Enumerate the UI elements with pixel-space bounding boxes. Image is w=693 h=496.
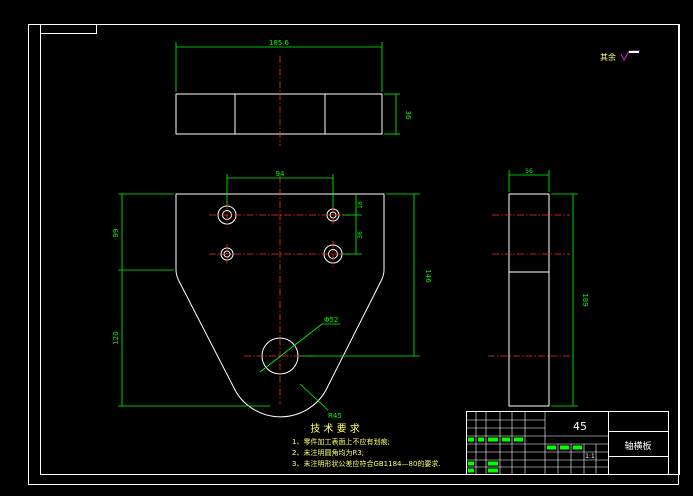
scale-label: 1:1 [585, 453, 595, 460]
notes-item-2: 2、未注明圆角均为R3; [292, 448, 364, 457]
technical-notes: 技 术 要 求 1、零件加工表面上不应有划痕; 2、未注明圆角均为R3; 3、未… [292, 422, 441, 468]
title-block-revision-grid [466, 411, 609, 475]
part-name-label: 轴横板 [624, 440, 651, 452]
total-height-label: 146 [424, 269, 432, 283]
top-view-outline [175, 93, 383, 135]
top-height-label: 36 [404, 111, 412, 120]
material-label: 45 [573, 420, 587, 433]
notes-item-3: 3、未注明形状公差应符合GB1184—80的要求. [292, 459, 441, 468]
top-view: 185.6 36 [175, 39, 412, 146]
title-block: 45 轴横板 1:1 [466, 411, 669, 475]
side-view: 56 189 [488, 168, 589, 407]
title-block-header-marks [468, 437, 582, 473]
top-offset-label: 18 [357, 201, 364, 209]
lower-height-label: 120 [112, 331, 120, 344]
roughness-value-box [629, 51, 639, 53]
roughness-label: 其余 [600, 52, 616, 62]
sheet-inner-border [40, 24, 680, 475]
hole-vertical-label: 36 [357, 231, 364, 239]
front-view: 94 18 36 146 99 120 Φ52 R45 [112, 170, 432, 420]
side-height-label: 189 [581, 293, 589, 306]
radius-leader [299, 383, 329, 411]
side-width-label: 56 [525, 168, 533, 175]
drawing-number-box [40, 24, 97, 34]
diameter-leader [259, 323, 323, 373]
roughness-annotation: 其余 [600, 50, 640, 62]
notes-item-1: 1、零件加工表面上不应有划痕; [292, 437, 390, 446]
front-view-outline [175, 193, 385, 418]
top-width-label: 185.6 [269, 39, 290, 47]
left-height-label: 99 [112, 229, 120, 238]
radius-label: R45 [328, 412, 342, 420]
diameter-label: Φ52 [324, 316, 338, 324]
side-view-outline [508, 193, 550, 407]
title-block-frame [466, 411, 669, 475]
notes-title: 技 术 要 求 [310, 422, 360, 435]
hole-spacing-label: 94 [276, 170, 285, 178]
